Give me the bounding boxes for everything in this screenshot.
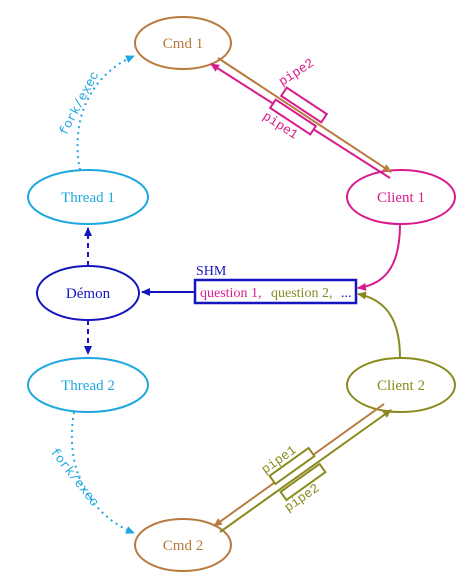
node-client2-label: Client 2 <box>377 378 425 394</box>
pipe2-bottom-box <box>279 462 327 502</box>
node-client1-label: Client 1 <box>377 190 425 206</box>
node-demon-label: Démon <box>66 286 111 302</box>
pipe2-bottom-arrow <box>219 409 392 533</box>
thread2-to-cmd2-fork-arrow <box>70 411 135 534</box>
node-thread1: Thread 1 <box>27 169 149 225</box>
client1-to-shm-arrow <box>357 223 401 291</box>
pipe2-top-box <box>279 86 329 124</box>
client2-to-shm-arrow <box>357 291 401 359</box>
pipe1-top-box <box>268 98 318 136</box>
node-thread2-label: Thread 2 <box>61 378 115 394</box>
node-cmd1-label: Cmd 1 <box>163 36 203 52</box>
shm-title: SHM <box>196 264 227 279</box>
node-cmd2-label: Cmd 2 <box>163 538 203 554</box>
node-client2: Client 2 <box>346 357 456 413</box>
pipe2-top-label: pipe2 <box>276 56 317 90</box>
node-thread2: Thread 2 <box>27 357 149 413</box>
node-thread1-label: Thread 1 <box>61 190 115 206</box>
shm-ellipsis: ... <box>341 286 352 301</box>
fork-exec-bottom-label: fork/exec <box>47 445 102 510</box>
thread1-to-cmd1-fork-arrow <box>76 55 135 171</box>
pipe2-top-arrow <box>217 57 392 173</box>
node-cmd2: Cmd 2 <box>134 518 232 572</box>
node-demon: Démon <box>36 265 140 321</box>
node-client1: Client 1 <box>346 169 456 225</box>
pipe1-bottom-box <box>268 446 316 486</box>
node-cmd1: Cmd 1 <box>134 16 232 70</box>
shm-question1: question 1, <box>200 286 261 301</box>
shm-question2: question 2, <box>271 286 332 301</box>
shm-block: SHM question 1, question 2, ... <box>193 264 358 305</box>
